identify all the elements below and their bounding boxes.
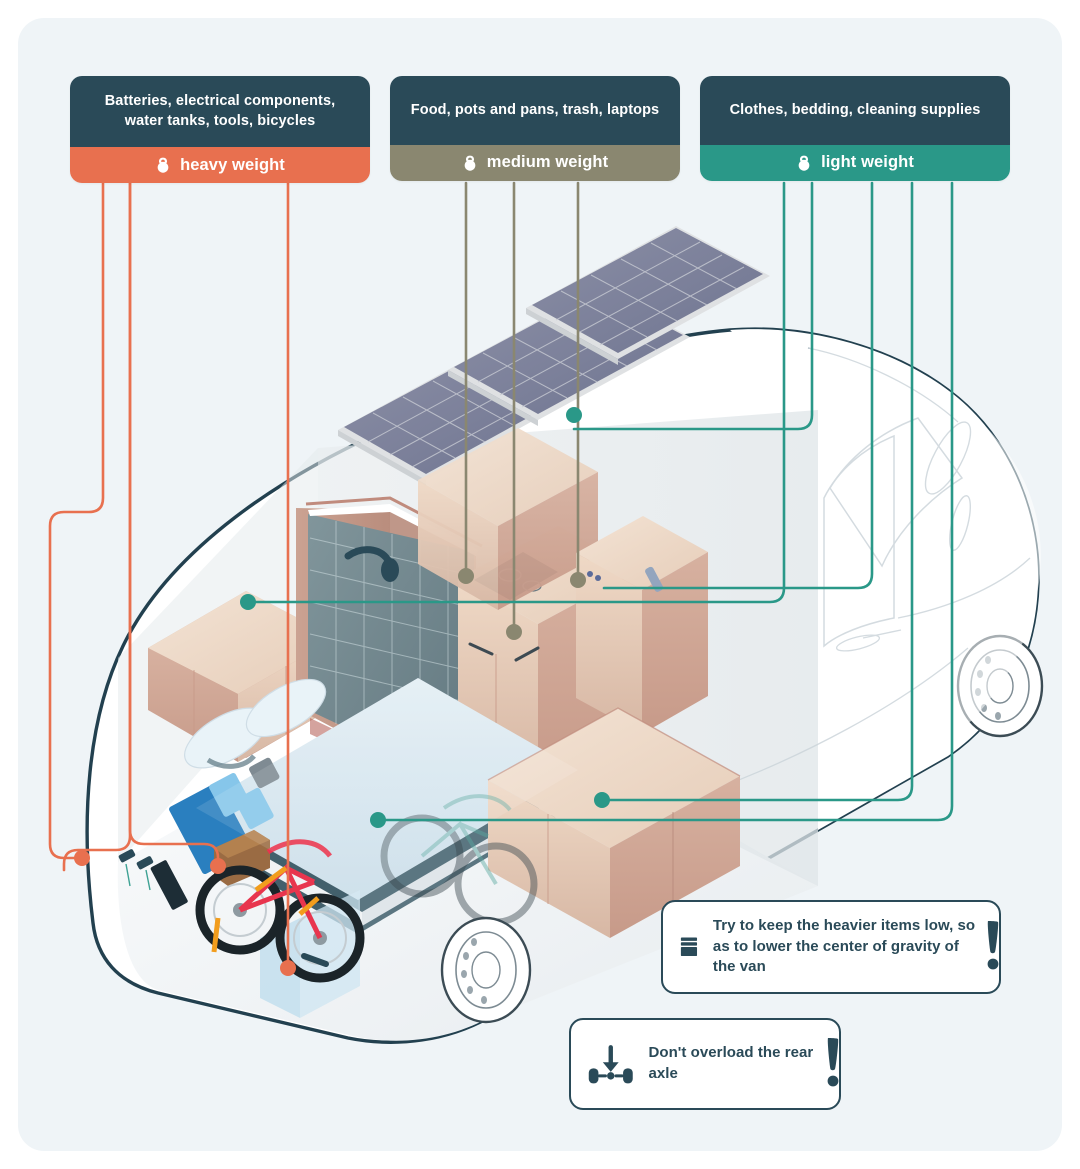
bicycles (195, 678, 578, 983)
tip-rear-axle[interactable]: Don't overload the rear axle (569, 1018, 841, 1110)
legend-card-medium[interactable]: Food, pots and pans, trash, laptops medi… (390, 76, 680, 181)
medium-connectors (464, 181, 580, 632)
light-connectors (248, 181, 954, 822)
light-endpoint-roof-box (566, 407, 582, 423)
kettlebell-icon (157, 157, 169, 173)
kettlebell-icon (464, 155, 476, 171)
heavy-endpoint-electrical (74, 850, 90, 866)
solar-panels (338, 226, 770, 486)
light-endpoint-rear-storage (594, 792, 610, 808)
medium-endpoint-fridge (570, 572, 586, 588)
axle-load-icon (588, 1045, 633, 1084)
heavy-connectors (48, 181, 290, 968)
legend-card-light-items: Clothes, bedding, cleaning supplies (700, 76, 1010, 145)
water-tank (260, 890, 360, 1018)
tip-center-of-gravity-text: Try to keep the heavier items low, so as… (712, 916, 976, 976)
light-endpoint-overhead-cabinet (240, 594, 256, 610)
rear-wheel (440, 916, 532, 1024)
light-endpoint-bed (370, 812, 386, 828)
exclamation-mark-icon (987, 921, 999, 970)
stacked-layers-icon (680, 937, 698, 957)
exclamation-mark-icon (827, 1038, 839, 1087)
heavy-endpoint-water-tank (280, 960, 296, 976)
legend-card-light-weight-label: light weight (821, 153, 914, 172)
kitchen-counter (418, 428, 638, 778)
legend-card-medium-items: Food, pots and pans, trash, laptops (390, 76, 680, 145)
kettlebell-icon (798, 155, 810, 171)
legend-card-light-band: light weight (700, 144, 1010, 181)
heavy-endpoint-bicycles (210, 858, 226, 874)
toilet (371, 708, 430, 784)
legend-card-heavy[interactable]: Batteries, electrical components, water … (70, 76, 370, 184)
medium-endpoint-cabinet (506, 624, 522, 640)
legend-card-medium-band: medium weight (390, 144, 680, 181)
shower-cubicle (296, 496, 483, 804)
cooktop (474, 552, 558, 600)
van-cab-overlay (808, 348, 1041, 818)
legend-card-light[interactable]: Clothes, bedding, cleaning supplies ligh… (700, 76, 1010, 181)
legend-card-heavy-band: heavy weight (70, 147, 370, 184)
tip-rear-axle-text: Don't overload the rear axle (648, 1044, 814, 1082)
legend-card-heavy-items: Batteries, electrical components, water … (70, 76, 370, 148)
infographic-canvas: Batteries, electrical components, water … (18, 18, 1062, 1151)
legend-card-heavy-weight-label: heavy weight (180, 155, 285, 174)
bed-mattress (184, 678, 584, 934)
refrigerator (576, 516, 708, 734)
electrical-panel (118, 757, 280, 910)
overhead-cabinets (148, 591, 336, 762)
front-wheel (956, 634, 1044, 738)
legend-card-medium-weight-label: medium weight (486, 153, 609, 172)
medium-endpoint-cooktop (458, 568, 474, 584)
tip-center-of-gravity[interactable]: Try to keep the heavier items low, so as… (661, 900, 1001, 994)
